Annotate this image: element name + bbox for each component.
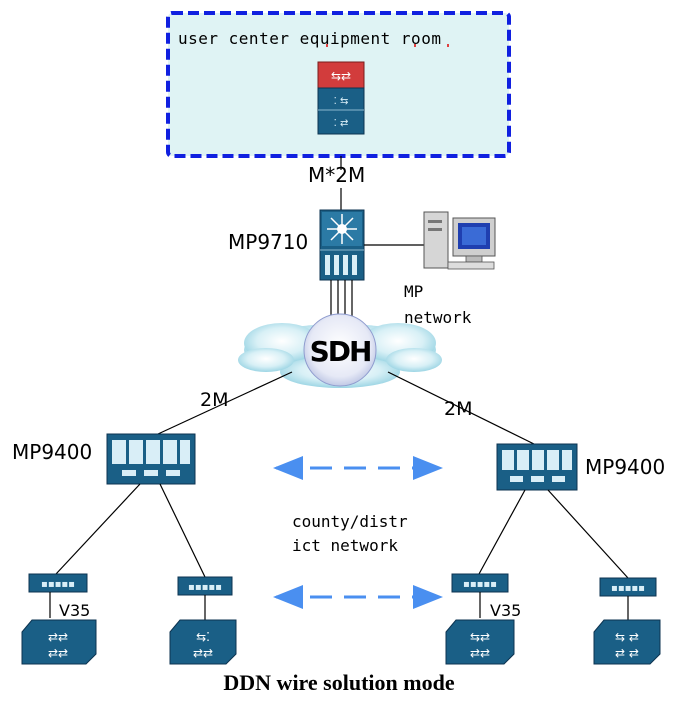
svg-text:▪▪▪▪▪: ▪▪▪▪▪ bbox=[463, 579, 497, 590]
svg-text:⇆ ⇄: ⇆ ⇄ bbox=[615, 630, 639, 644]
terminal-router-right-1-icon: ⇆⇄ ⇄⇄ bbox=[445, 619, 515, 665]
mp9710-switch-icon bbox=[319, 209, 365, 281]
terminal-router-right-2-icon: ⇆ ⇄ ⇄ ⇄ bbox=[593, 619, 661, 665]
terminal-router-left-2-icon: ⇆⁚ ⇄⇄ bbox=[169, 619, 237, 665]
diagram-caption: DDN wire solution mode bbox=[223, 670, 455, 695]
v35-right-label: V35 bbox=[490, 601, 522, 620]
equipment-room-label: user center equipment room bbox=[178, 29, 442, 48]
access-device-right-1-icon: ▪▪▪▪▪ bbox=[451, 573, 509, 593]
mp-network-label-line1: MP bbox=[404, 282, 424, 301]
county-network-label-line1: county/distr bbox=[292, 512, 408, 531]
svg-text:⇄ ⇄: ⇄ ⇄ bbox=[615, 646, 639, 660]
svg-text:⇆⇄: ⇆⇄ bbox=[470, 630, 490, 644]
terminal-router-left-1-icon: ⇄⇄ ⇄⇄ bbox=[21, 619, 97, 665]
management-pc-icon bbox=[423, 211, 496, 270]
mp9400-right-icon bbox=[496, 443, 578, 491]
mp9710-label: MP9710 bbox=[228, 230, 309, 254]
sdh-label: SDH bbox=[310, 335, 371, 368]
svg-text:⇄⇄: ⇄⇄ bbox=[48, 646, 68, 660]
mp9400-right-label: MP9400 bbox=[585, 455, 666, 479]
county-network-label-line2: ict network bbox=[292, 536, 398, 555]
svg-text:⇄⇄: ⇄⇄ bbox=[193, 646, 213, 660]
svg-text:▪▪▪▪▪: ▪▪▪▪▪ bbox=[41, 579, 75, 590]
mp-network-label-line2: network bbox=[404, 308, 472, 327]
link-2m-left-label: 2M bbox=[200, 389, 229, 411]
svg-text:⇆⁚: ⇆⁚ bbox=[196, 630, 210, 644]
svg-text:⇄⇄: ⇄⇄ bbox=[48, 630, 68, 644]
sdh-cloud-icon bbox=[238, 313, 442, 388]
svg-text:▪▪▪▪▪: ▪▪▪▪▪ bbox=[611, 583, 645, 594]
mp9400-left-icon bbox=[106, 433, 196, 485]
access-device-left-2-icon: ▪▪▪▪▪ bbox=[177, 576, 233, 596]
link-2m-right-label: 2M bbox=[444, 398, 473, 420]
mp9400-left-label: MP9400 bbox=[12, 440, 93, 464]
svg-text:⁚ ⇄: ⁚ ⇄ bbox=[334, 118, 349, 129]
uplink-label: M*2M bbox=[308, 163, 366, 187]
svg-text:▪▪▪▪▪: ▪▪▪▪▪ bbox=[188, 582, 222, 593]
svg-text:⇄⇄: ⇄⇄ bbox=[470, 646, 490, 660]
svg-text:⇆⇄: ⇆⇄ bbox=[331, 69, 351, 83]
svg-text:⁚ ⇆: ⁚ ⇆ bbox=[334, 96, 349, 107]
center-router-icon: ⇆⇄ ⁚ ⇆ ⁚ ⇄ bbox=[317, 61, 365, 135]
access-device-right-2-icon: ▪▪▪▪▪ bbox=[599, 577, 657, 597]
v35-left-label: V35 bbox=[59, 601, 91, 620]
access-device-left-1-icon: ▪▪▪▪▪ bbox=[28, 573, 88, 593]
